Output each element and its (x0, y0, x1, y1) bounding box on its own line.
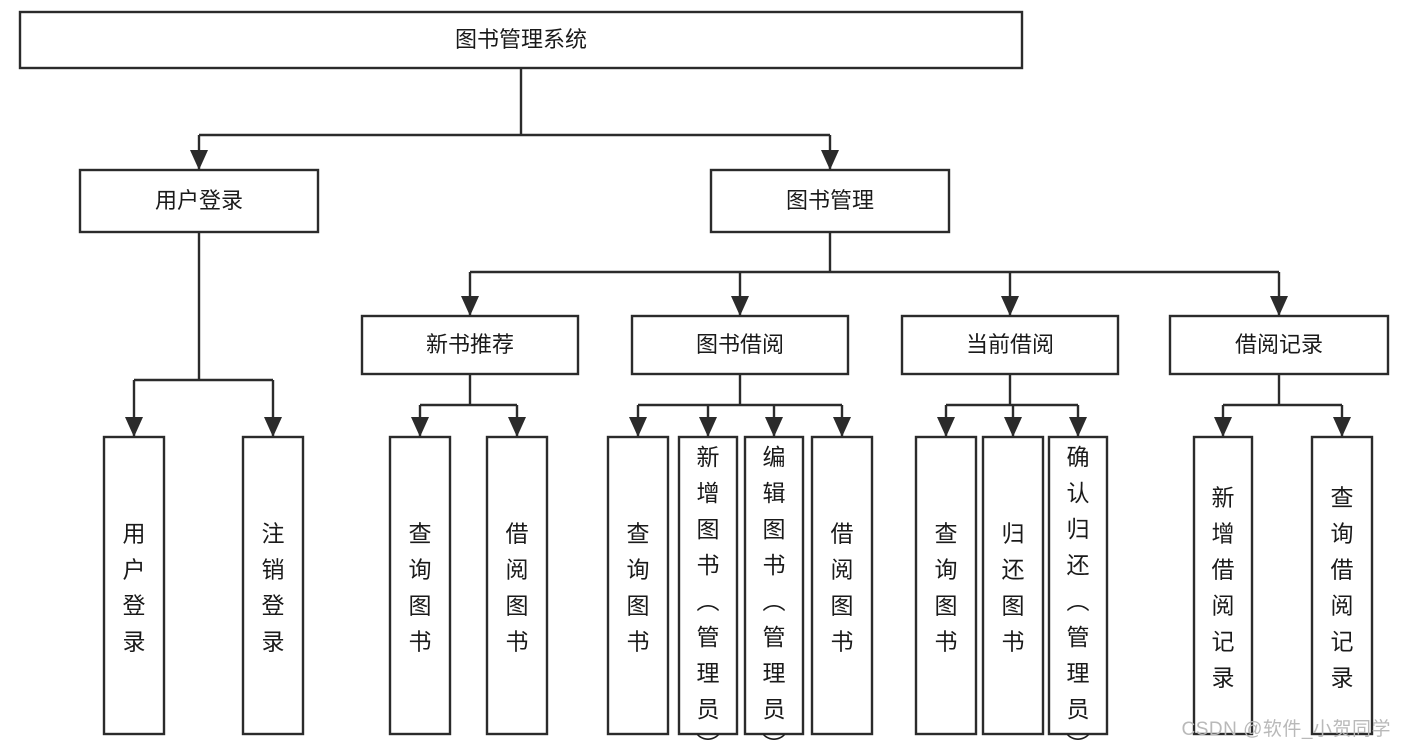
node-box (360, 314, 580, 376)
arrowhead-icon (833, 417, 851, 437)
edge-group-current-borrow (937, 374, 1087, 437)
arrowhead-icon (731, 296, 749, 316)
node-box (1192, 435, 1254, 736)
arrowhead-icon (411, 417, 429, 437)
node-box (1047, 435, 1109, 736)
node-label: 用户登录 (123, 521, 146, 655)
arrowhead-icon (1001, 296, 1019, 316)
arrowhead-icon (1004, 417, 1022, 437)
node-book-borrow[interactable]: 图书借阅 (630, 314, 850, 376)
node-label: 图书借阅 (696, 332, 784, 357)
node-box (78, 168, 320, 234)
node-label: 图书管理系统 (455, 27, 587, 52)
node-label: 查询借阅记录 (1331, 485, 1354, 691)
arrowhead-icon (937, 417, 955, 437)
node-label: 借阅记录 (1235, 332, 1323, 357)
node-label: 编辑图书︵管理员︶ (763, 444, 786, 747)
arrowhead-icon (1333, 417, 1351, 437)
node-box (485, 435, 549, 736)
node-box (241, 435, 305, 736)
node-box (743, 435, 805, 736)
edge-group-book-borrow (629, 374, 851, 437)
node-leaf-add-book[interactable]: 新增图书︵管理员︶ (677, 435, 739, 747)
node-leaf-user-login[interactable]: 用户登录 (102, 435, 166, 736)
node-new-book-rec[interactable]: 新书推荐 (360, 314, 580, 376)
node-leaf-query-book-cur[interactable]: 查询图书 (914, 435, 978, 736)
node-box (102, 435, 166, 736)
node-label: 图书管理 (786, 188, 874, 213)
node-box (981, 435, 1045, 736)
node-leaf-query-book-borrow[interactable]: 查询图书 (606, 435, 670, 736)
node-box (914, 435, 978, 736)
arrowhead-icon (1214, 417, 1232, 437)
node-leaf-user-logout[interactable]: 注销登录 (241, 435, 305, 736)
node-leaf-borrow-book-rec[interactable]: 借阅图书 (485, 435, 549, 736)
node-label: 确认归还︵管理员︶ (1067, 444, 1090, 747)
node-leaf-add-record[interactable]: 新增借阅记录 (1192, 435, 1254, 736)
arrowhead-icon (821, 150, 839, 170)
arrowhead-icon (264, 417, 282, 437)
arrowhead-icon (699, 417, 717, 437)
node-label: 新增借阅记录 (1212, 485, 1235, 691)
node-label: 查询图书 (935, 521, 958, 655)
edge-group-borrow-record (1214, 374, 1351, 437)
node-box (900, 314, 1120, 376)
node-box (1310, 435, 1374, 736)
arrowhead-icon (1270, 296, 1288, 316)
node-leaf-borrow-book[interactable]: 借阅图书 (810, 435, 874, 736)
edge-group-book-manage (461, 232, 1288, 316)
node-label: 当前借阅 (966, 332, 1054, 357)
node-root[interactable]: 图书管理系统 (18, 10, 1024, 70)
node-label: 借阅图书 (831, 521, 854, 655)
arrowhead-icon (190, 150, 208, 170)
node-leaf-edit-book[interactable]: 编辑图书︵管理员︶ (743, 435, 805, 747)
node-label: 查询图书 (627, 521, 650, 655)
node-box (606, 435, 670, 736)
node-box (677, 435, 739, 736)
arrowhead-icon (461, 296, 479, 316)
node-label: 用户登录 (155, 188, 243, 213)
connector-layer (125, 68, 1351, 437)
node-label: 借阅图书 (506, 521, 529, 655)
node-box (18, 10, 1024, 70)
node-leaf-query-book-rec[interactable]: 查询图书 (388, 435, 452, 736)
node-leaf-query-record[interactable]: 查询借阅记录 (1310, 435, 1374, 736)
edge-group-root (190, 68, 839, 170)
node-current-borrow[interactable]: 当前借阅 (900, 314, 1120, 376)
node-user-login[interactable]: 用户登录 (78, 168, 320, 234)
node-borrow-record[interactable]: 借阅记录 (1168, 314, 1390, 376)
node-box (630, 314, 850, 376)
edge-group-new-book-rec (411, 374, 526, 437)
node-box (388, 435, 452, 736)
node-label: 注销登录 (262, 521, 285, 655)
node-leaf-return-book[interactable]: 归还图书 (981, 435, 1045, 736)
arrowhead-icon (125, 417, 143, 437)
node-label: 查询图书 (409, 521, 432, 655)
node-leaf-confirm-return[interactable]: 确认归还︵管理员︶ (1047, 435, 1109, 747)
edge-group-user-login (125, 232, 282, 437)
node-box (1168, 314, 1390, 376)
node-label: 新书推荐 (426, 332, 514, 357)
node-label: 新增图书︵管理员︶ (697, 444, 720, 747)
node-layer: 图书管理系统用户登录图书管理新书推荐图书借阅当前借阅借阅记录用户登录注销登录查询… (18, 10, 1390, 747)
arrowhead-icon (508, 417, 526, 437)
arrowhead-icon (765, 417, 783, 437)
node-box (709, 168, 951, 234)
node-label: 归还图书 (1002, 521, 1025, 655)
arrowhead-icon (1069, 417, 1087, 437)
node-book-manage[interactable]: 图书管理 (709, 168, 951, 234)
arrowhead-icon (629, 417, 647, 437)
node-box (810, 435, 874, 736)
